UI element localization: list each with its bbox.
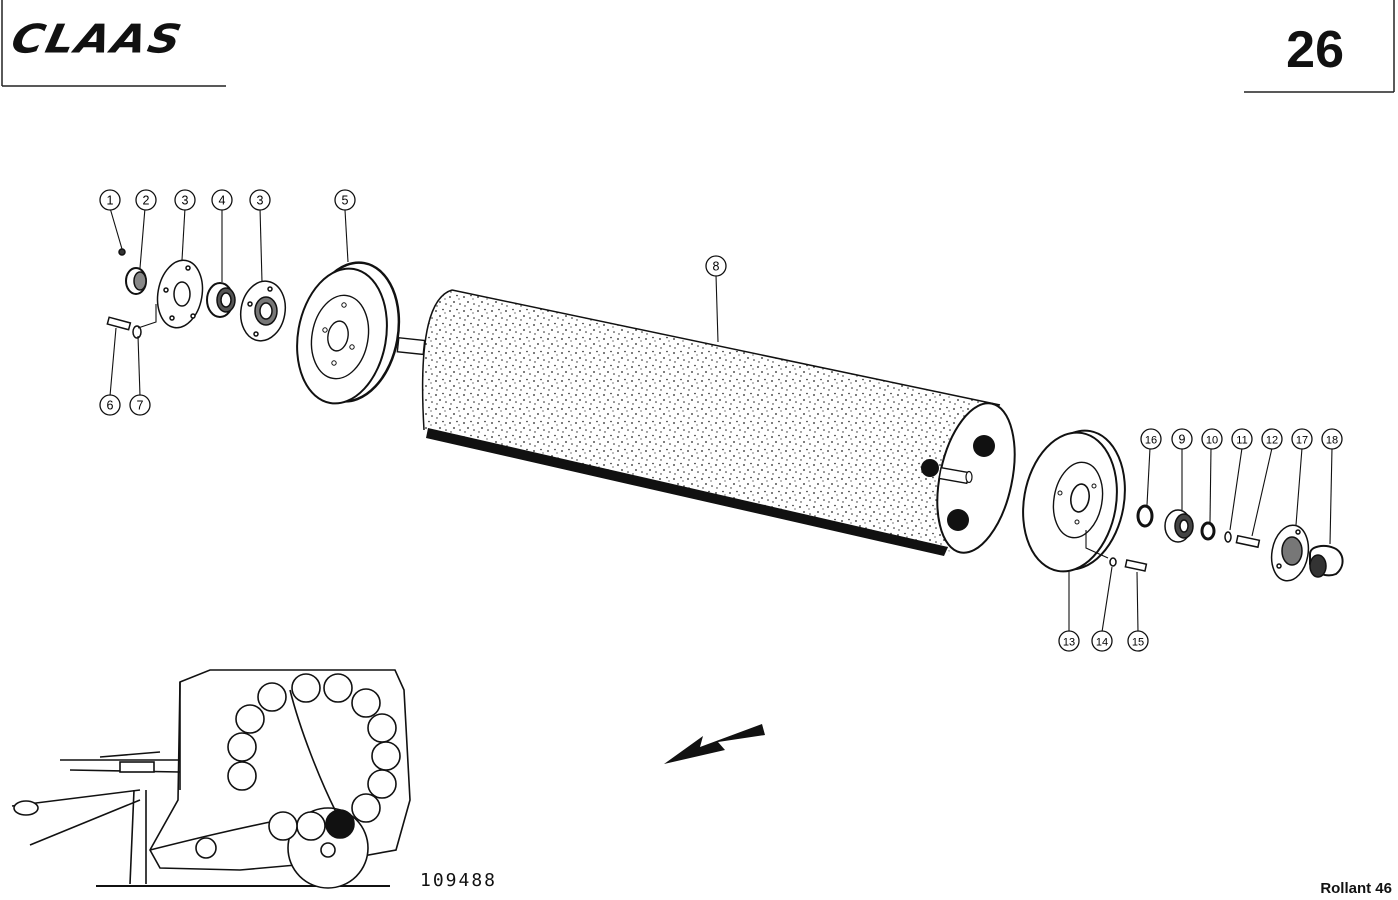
right-small-parts: [1109, 504, 1344, 582]
callout-1: 1: [99, 189, 121, 211]
svg-text:5: 5: [342, 194, 349, 208]
svg-text:3: 3: [182, 194, 189, 208]
callout-6: 6: [99, 394, 121, 416]
svg-text:2: 2: [143, 194, 150, 208]
callout-18: 18: [1321, 428, 1343, 450]
svg-text:11: 11: [1236, 435, 1247, 447]
callout-11: 11: [1231, 428, 1253, 450]
svg-text:8: 8: [713, 260, 720, 274]
callout-17: 17: [1291, 428, 1313, 450]
left-small-parts: [106, 248, 287, 342]
svg-text:1: 1: [107, 194, 114, 208]
callout-3: 3: [174, 189, 196, 211]
svg-text:4: 4: [219, 194, 226, 208]
svg-text:15: 15: [1132, 637, 1144, 649]
leader-lines: [109, 207, 1333, 633]
svg-text:6: 6: [107, 399, 114, 413]
baler-overview-icon: [11, 669, 411, 889]
callout-5: 5: [334, 189, 356, 211]
page-number: 26: [1286, 21, 1344, 79]
svg-text:16: 16: [1145, 435, 1157, 447]
callout-13: 13: [1058, 630, 1080, 652]
callout-12: 12: [1261, 428, 1283, 450]
callouts: 1 2 3 4 3 5 6 7 8 16 9 10 11 12 17 18 13…: [99, 189, 1343, 652]
callout-3b: 3: [249, 189, 271, 211]
callout-4: 4: [211, 189, 233, 211]
svg-text:18: 18: [1326, 435, 1338, 447]
right-flange-disc: [1022, 429, 1126, 573]
svg-text:9: 9: [1179, 433, 1186, 447]
direction-arrow-icon: [664, 724, 765, 764]
svg-text:10: 10: [1206, 435, 1218, 447]
callout-16: 16: [1140, 428, 1162, 450]
callout-9: 9: [1171, 428, 1193, 450]
drawing-number: 109488: [420, 870, 498, 891]
svg-text:13: 13: [1063, 637, 1075, 649]
svg-text:14: 14: [1096, 637, 1108, 649]
callout-10: 10: [1201, 428, 1223, 450]
svg-text:3: 3: [257, 194, 264, 208]
callout-8: 8: [705, 255, 727, 277]
frame-lines: [1, 0, 1395, 93]
left-flange-disc: [296, 261, 401, 405]
callout-7: 7: [129, 394, 151, 416]
svg-text:17: 17: [1296, 435, 1308, 447]
svg-text:7: 7: [137, 399, 144, 413]
callout-2: 2: [135, 189, 157, 211]
svg-text:12: 12: [1266, 435, 1278, 447]
roller-drum: [396, 289, 1016, 556]
callout-15: 15: [1127, 630, 1149, 652]
model-label: Rollant 46: [1320, 880, 1392, 897]
callout-14: 14: [1091, 630, 1113, 652]
